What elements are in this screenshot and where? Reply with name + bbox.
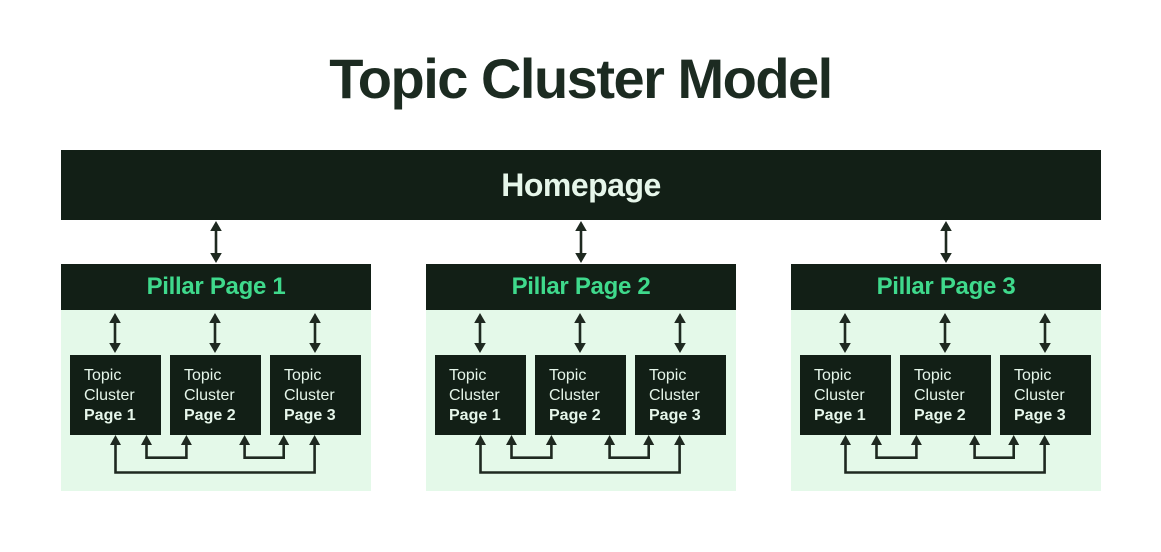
topic-cluster-name: Topic Cluster — [914, 367, 965, 404]
topic-cluster-page-label: Page 1 — [449, 407, 501, 424]
pillar3-cluster3-bidirectional-arrow-icon — [1038, 313, 1052, 353]
pillar-page-1-node: Pillar Page 1 — [61, 264, 371, 310]
topic-cluster-name: Topic Cluster — [449, 367, 500, 404]
topic-cluster-name: Topic Cluster — [549, 367, 600, 404]
topic-cluster-box-1-3: Topic Cluster Page 3 — [270, 355, 361, 435]
pillar2-cluster2-bidirectional-arrow-icon — [573, 313, 587, 353]
pillar-3-cluster-area: Topic Cluster Page 1 Topic Cluster Page … — [791, 310, 1101, 491]
homepage-node: Homepage — [61, 150, 1101, 220]
topic-cluster-box-1-2: Topic Cluster Page 2 — [170, 355, 261, 435]
pillar1-cluster1-bidirectional-arrow-icon — [108, 313, 122, 353]
topic-cluster-box-2-3: Topic Cluster Page 3 — [635, 355, 726, 435]
pillar1-cluster2-bidirectional-arrow-icon — [208, 313, 222, 353]
pillar2-cluster1-bidirectional-arrow-icon — [473, 313, 487, 353]
pillar-section-1: Pillar Page 1 — [61, 264, 371, 491]
homepage-label: Homepage — [501, 166, 661, 203]
topic-cluster-box-3-2: Topic Cluster Page 2 — [900, 355, 991, 435]
topic-cluster-name: Topic Cluster — [284, 367, 335, 404]
topic-cluster-name: Topic Cluster — [814, 367, 865, 404]
homepage-pillar3-bidirectional-arrow-icon — [939, 221, 953, 263]
topic-cluster-page-label: Page 1 — [814, 407, 866, 424]
pillar1-crosslink-connectors — [61, 435, 371, 481]
homepage-pillar2-bidirectional-arrow-icon — [574, 221, 588, 263]
topic-cluster-box-2-1: Topic Cluster Page 1 — [435, 355, 526, 435]
topic-cluster-name: Topic Cluster — [184, 367, 235, 404]
homepage-pillar1-bidirectional-arrow-icon — [209, 221, 223, 263]
pillar3-cluster1-bidirectional-arrow-icon — [838, 313, 852, 353]
topic-cluster-page-label: Page 2 — [549, 407, 601, 424]
pillar-2-cluster-area: Topic Cluster Page 1 Topic Cluster Page … — [426, 310, 736, 491]
topic-cluster-page-label: Page 2 — [914, 407, 966, 424]
topic-cluster-box-2-2: Topic Cluster Page 2 — [535, 355, 626, 435]
pillar1-cluster3-bidirectional-arrow-icon — [308, 313, 322, 353]
pillar-page-3-node: Pillar Page 3 — [791, 264, 1101, 310]
topic-cluster-name: Topic Cluster — [649, 367, 700, 404]
topic-cluster-name: Topic Cluster — [84, 367, 135, 404]
pillar2-crosslink-connectors — [426, 435, 736, 481]
topic-cluster-name: Topic Cluster — [1014, 367, 1065, 404]
topic-cluster-page-label: Page 3 — [649, 407, 701, 424]
pillar2-cluster3-bidirectional-arrow-icon — [673, 313, 687, 353]
topic-cluster-page-label: Page 2 — [184, 407, 236, 424]
pillar-section-3: Pillar Page 3 — [791, 264, 1101, 491]
topic-cluster-page-label: Page 1 — [84, 407, 136, 424]
pillar3-cluster2-bidirectional-arrow-icon — [938, 313, 952, 353]
topic-cluster-page-label: Page 3 — [284, 407, 336, 424]
topic-cluster-box-1-1: Topic Cluster Page 1 — [70, 355, 161, 435]
pillar-page-1-label: Pillar Page 1 — [146, 273, 286, 300]
pillar-1-cluster-area: Topic Cluster Page 1 Topic Cluster Page … — [61, 310, 371, 491]
topic-cluster-box-3-1: Topic Cluster Page 1 — [800, 355, 891, 435]
pillar-page-2-label: Pillar Page 2 — [511, 273, 651, 300]
pillar-page-2-node: Pillar Page 2 — [426, 264, 736, 310]
pillar3-crosslink-connectors — [791, 435, 1101, 481]
pillar-page-3-label: Pillar Page 3 — [876, 273, 1016, 300]
pillar-section-2: Pillar Page 2 — [426, 264, 736, 491]
page-title: Topic Cluster Model — [329, 47, 833, 110]
topic-cluster-page-label: Page 3 — [1014, 407, 1066, 424]
topic-cluster-box-3-3: Topic Cluster Page 3 — [1000, 355, 1091, 435]
